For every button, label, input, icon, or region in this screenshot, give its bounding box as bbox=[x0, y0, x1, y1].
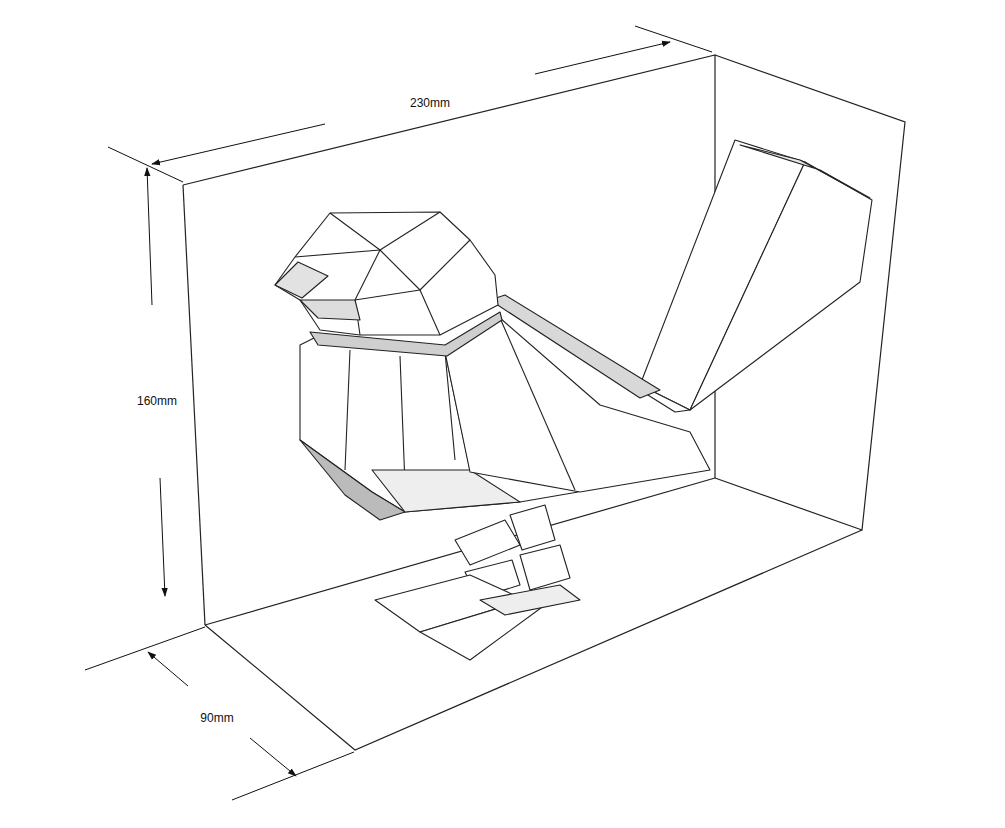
bird bbox=[275, 140, 872, 660]
dimension-label: 160mm bbox=[134, 393, 180, 409]
dimension-label: 90mm bbox=[197, 710, 236, 726]
dimension-label: 230mm bbox=[407, 95, 453, 111]
bounding-box bbox=[183, 55, 905, 750]
dimension-lines bbox=[85, 26, 712, 800]
